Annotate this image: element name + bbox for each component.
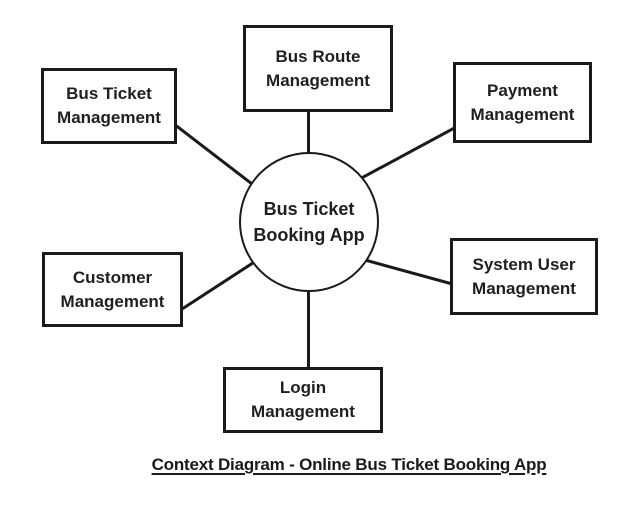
entity-box-bus-ticket-management: Bus Ticket Management (41, 68, 177, 144)
connector-bus-ticket-management (169, 119, 257, 189)
diagram-caption: Context Diagram - Online Bus Ticket Book… (151, 455, 547, 474)
center-process-label: Bus Ticket Booking App (253, 199, 365, 245)
entity-label-customer-management: Customer Management (60, 267, 165, 311)
entity-box-customer-management: Customer Management (42, 252, 183, 327)
entity-label-bus-ticket-management: Bus Ticket Management (57, 84, 161, 127)
entity-box-bus-route-management: Bus Route Management (243, 25, 393, 112)
entity-box-login-management: Login Management (223, 367, 383, 433)
entity-label-system-user-management: System User Management (472, 254, 576, 298)
connector-payment-management (355, 124, 459, 183)
connector-system-user-management (353, 255, 457, 287)
center-process-circle: Bus Ticket Booking App (239, 152, 379, 292)
connector-customer-management (178, 257, 260, 313)
entity-label-login-management: Login Management (251, 378, 355, 421)
entity-label-bus-route-management: Bus Route Management (266, 46, 370, 90)
entity-label-payment-management: Payment Management (470, 80, 575, 124)
entity-box-system-user-management: System User Management (450, 238, 598, 315)
entity-box-payment-management: Payment Management (453, 62, 592, 143)
